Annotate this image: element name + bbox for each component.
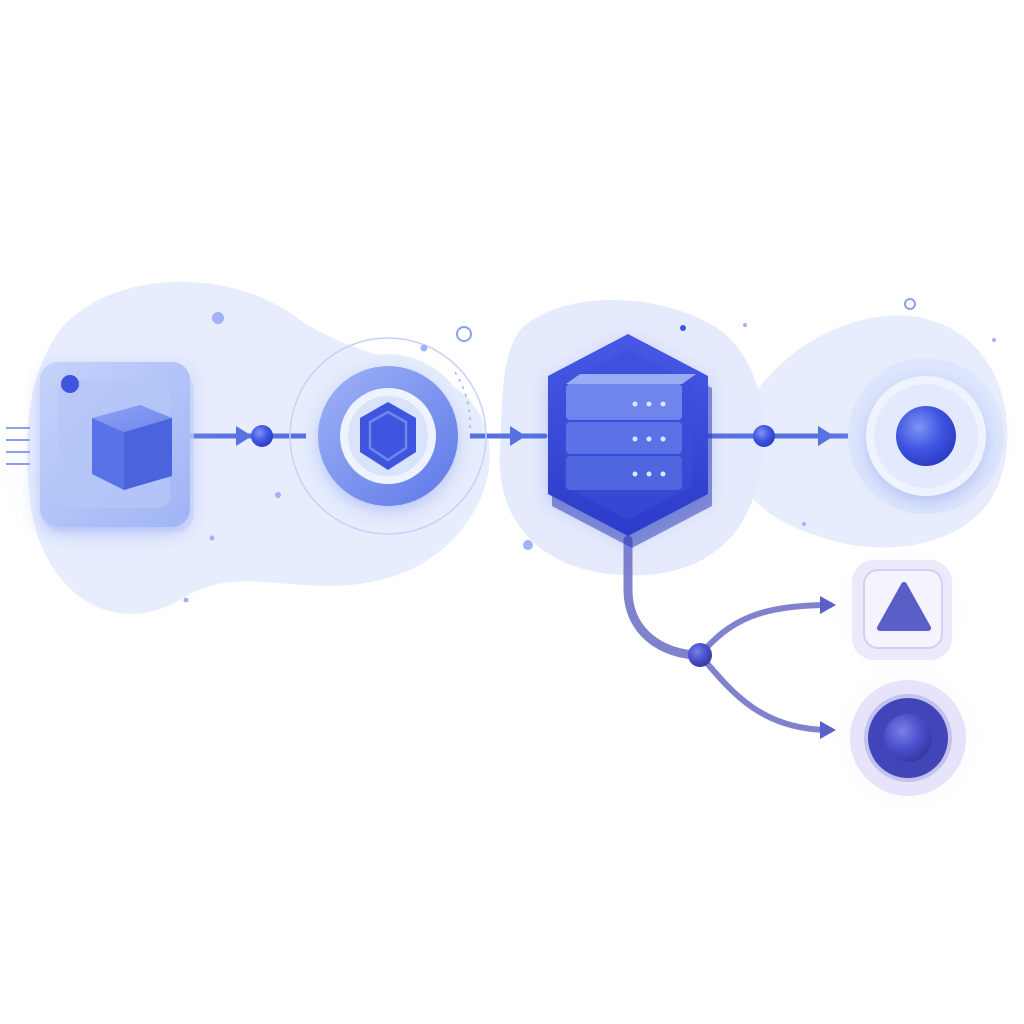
arrow-head-icon xyxy=(820,596,836,614)
hub-node xyxy=(548,334,712,548)
source-status-dot xyxy=(61,375,79,393)
server-stack-icon xyxy=(566,374,696,490)
output-secondary-node xyxy=(842,672,974,804)
edge-branch-warning xyxy=(697,602,833,658)
motion-lines xyxy=(6,427,30,465)
triangle-icon xyxy=(877,582,931,631)
connector-node xyxy=(251,425,273,447)
cube-icon xyxy=(92,405,172,490)
decorative-particles xyxy=(183,298,996,603)
arrow-head-icon xyxy=(236,426,252,446)
source-node xyxy=(5,362,225,570)
output-main-node xyxy=(842,352,1010,520)
edge-branch-secondary xyxy=(697,652,833,733)
processor-node xyxy=(289,337,487,535)
branch-junction-node xyxy=(688,643,712,667)
sphere-icon xyxy=(884,714,932,762)
arrow-head-icon xyxy=(818,426,834,446)
arrow-head-icon xyxy=(820,721,836,739)
connector-node xyxy=(753,425,775,447)
edge-hub-branch xyxy=(623,535,705,660)
arrow-head-icon xyxy=(510,426,526,446)
hexagon-icon xyxy=(360,402,416,470)
sphere-icon xyxy=(896,406,956,466)
output-warning-node xyxy=(842,552,958,668)
